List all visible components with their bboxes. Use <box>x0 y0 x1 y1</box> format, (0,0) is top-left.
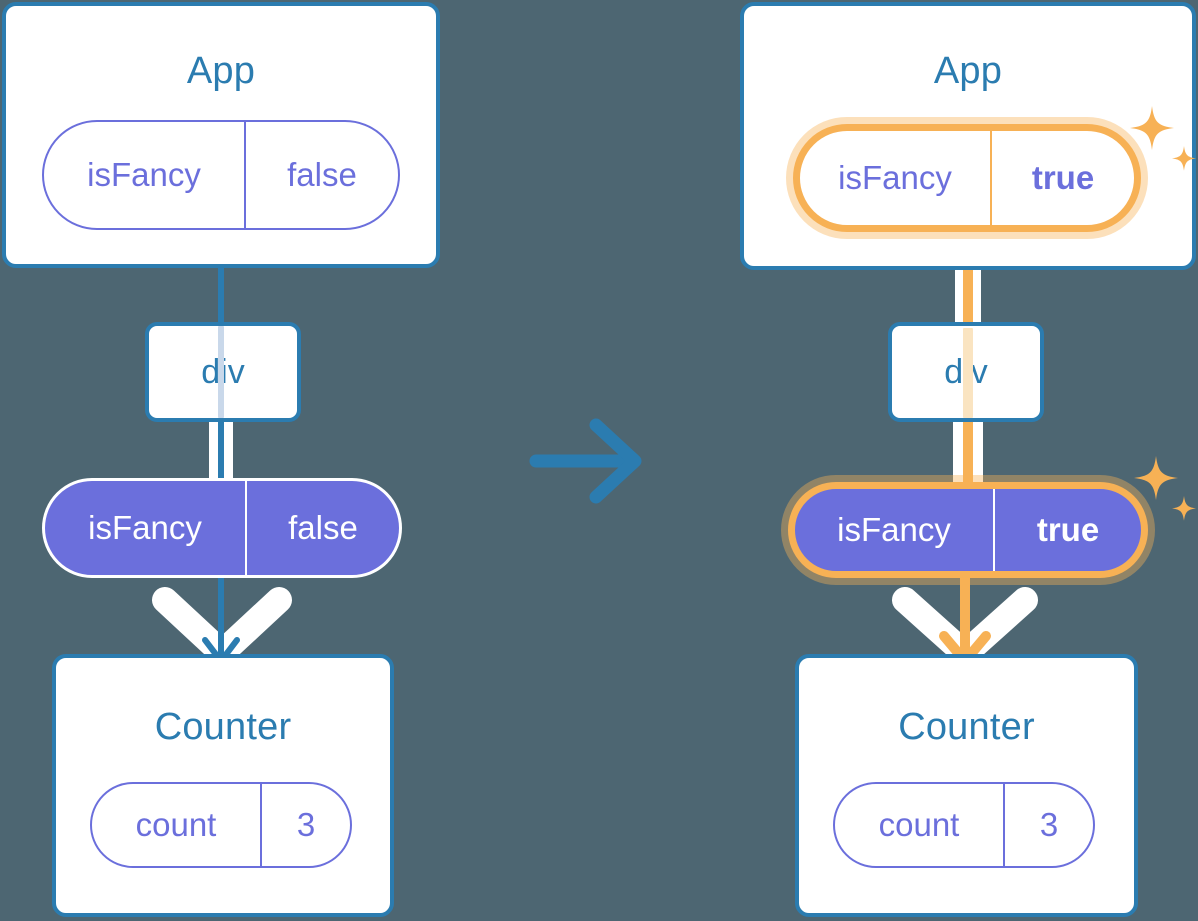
props-pill-isfancy-left[interactable]: isFancy false <box>42 478 402 578</box>
component-title-counter-right: Counter <box>898 706 1035 748</box>
sparkle-icon-app-right <box>1130 106 1196 171</box>
props-pill-value: false <box>288 509 358 546</box>
props-pill-divider <box>993 489 995 571</box>
props-pill-value: true <box>1036 511 1100 548</box>
state-pill-value: 3 <box>1039 806 1059 843</box>
props-pill-divider <box>245 481 247 575</box>
connector-inside-div-left <box>218 326 224 418</box>
connector-app-to-div-left <box>218 266 224 326</box>
state-pill-key: isFancy <box>838 159 952 196</box>
state-pill-divider <box>244 122 246 228</box>
component-title-app-right: App <box>933 50 1003 92</box>
state-pill-value: true <box>1031 159 1095 196</box>
state-pill-app-isfancy-left[interactable]: isFancy false <box>42 120 400 230</box>
state-pill-divider <box>990 131 992 225</box>
state-pill-key: count <box>135 806 217 843</box>
sparkle-icon-props-right <box>1134 456 1196 521</box>
state-pill-key: isFancy <box>87 156 201 193</box>
state-pill-value: 3 <box>296 806 316 843</box>
state-pill-counter-count-left[interactable]: count 3 <box>90 782 352 868</box>
state-pill-counter-count-right[interactable]: count 3 <box>833 782 1095 868</box>
component-title-counter-left: Counter <box>154 706 292 748</box>
connector-inside-div-right <box>963 328 973 418</box>
connector-app-to-div-right-seg2 <box>963 268 973 328</box>
props-pill-isfancy-right[interactable]: isFancy true <box>788 482 1148 578</box>
state-pill-divider <box>1003 784 1005 866</box>
props-pill-key: isFancy <box>88 509 202 546</box>
state-pill-app-isfancy-right[interactable]: isFancy true <box>793 124 1141 232</box>
component-title-app-left: App <box>186 50 256 92</box>
state-pill-value: false <box>287 156 357 193</box>
state-pill-key: count <box>878 806 960 843</box>
state-pill-divider <box>260 784 262 866</box>
props-pill-key: isFancy <box>837 511 951 548</box>
connector-div-to-pill-right <box>963 418 973 488</box>
connector-div-to-pill-left <box>218 418 224 488</box>
